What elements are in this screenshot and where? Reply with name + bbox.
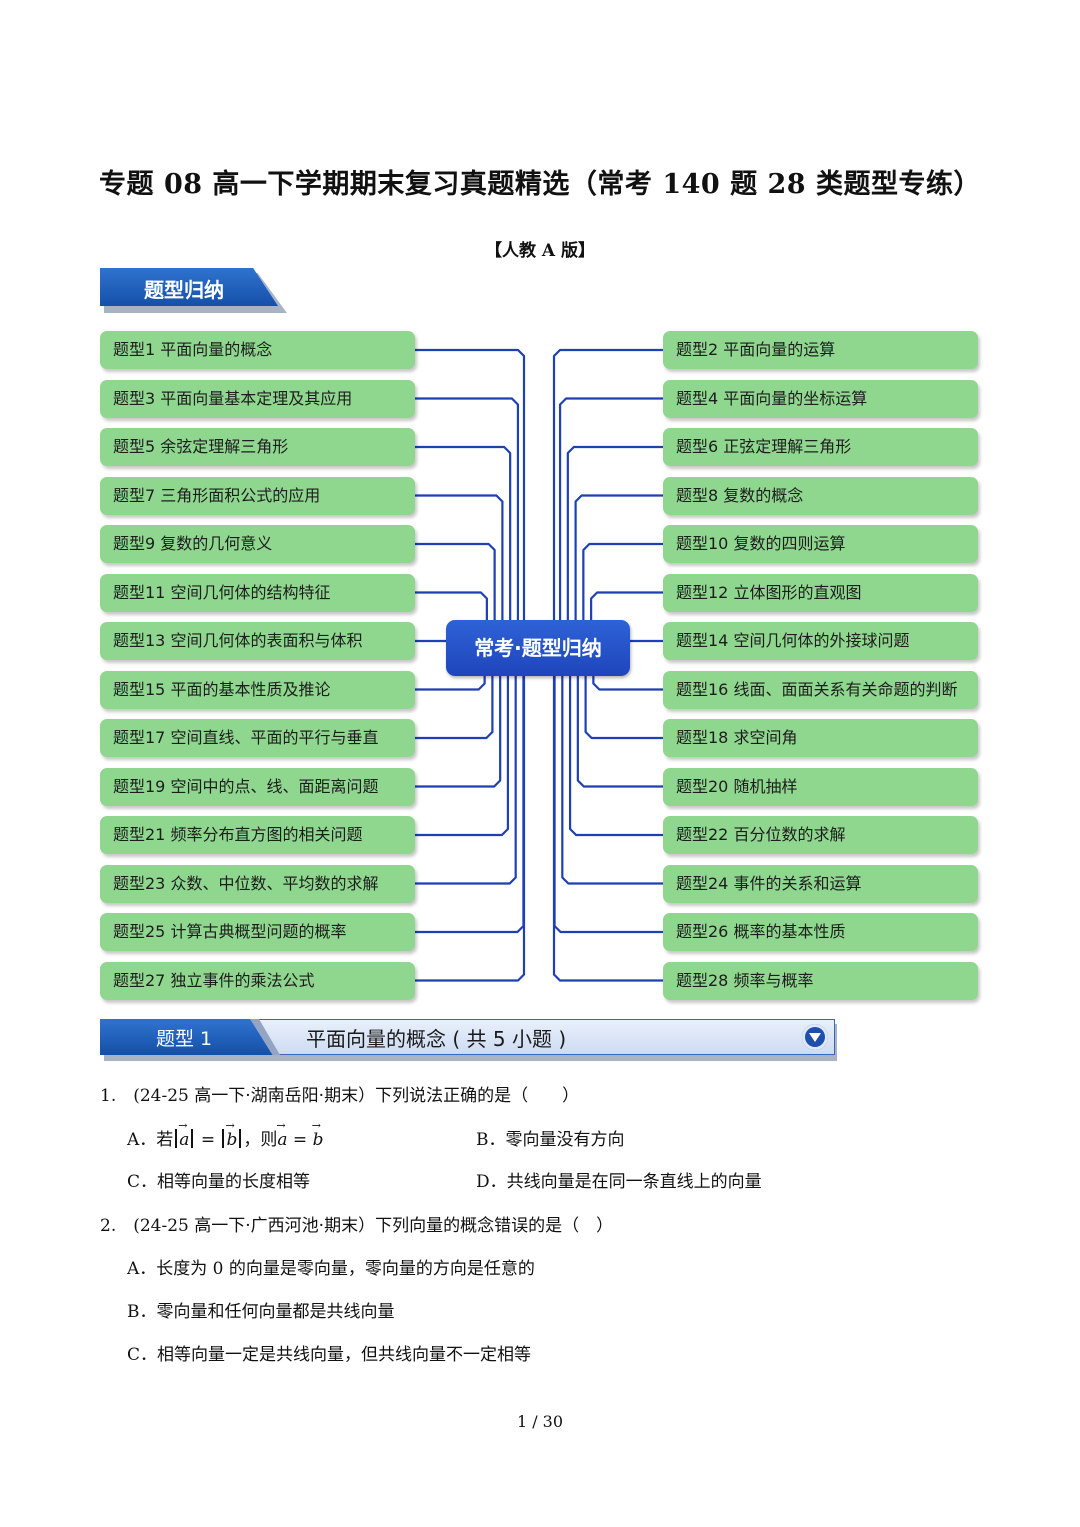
- vector-b: b: [226, 1130, 237, 1150]
- mindmap-node-left-11: 题型21 频率分布直方图的相关问题: [100, 816, 415, 854]
- type-title: 平面向量的概念 ( 共 5 小题 ): [306, 1027, 567, 1051]
- mindmap-node-right-1: 题型2 平面向量的运算: [663, 331, 978, 369]
- connector-left-12: [415, 676, 517, 885]
- question-1-stem: 1. (24-25 高一下·湖南岳阳·期末）下列说法正确的是（ ）: [100, 1086, 580, 1106]
- connector-left-8: [415, 676, 486, 691]
- connector-right-6: [590, 591, 663, 620]
- connector-left-4: [415, 494, 504, 620]
- connector-left-11: [415, 676, 510, 837]
- mindmap-node-left-5: 题型9 复数的几何意义: [100, 525, 415, 563]
- question-2-stem: 2. (24-25 高一下·广西河池·期末）下列向量的概念错误的是（ ）: [100, 1216, 614, 1236]
- option-a-equals: =: [200, 1130, 216, 1150]
- mindmap-hub: 常考·题型归纳: [446, 620, 630, 676]
- mindmap-node-left-13: 题型25 计算古典概型问题的概率: [100, 913, 415, 951]
- mindmap-node-right-6: 题型12 立体图形的直观图: [663, 573, 978, 612]
- connector-right-10: [576, 676, 663, 788]
- type-1-banner[interactable]: 题型 1 平面向量的概念 ( 共 5 小题 ): [100, 1019, 840, 1061]
- mindmap-node-left-3: 题型5 余弦定理解三角形: [100, 428, 415, 466]
- mindmap-node-left-10: 题型19 空间中的点、线、面距离问题: [100, 767, 415, 806]
- vector-b-2: b: [313, 1130, 324, 1150]
- connector-left-5: [415, 542, 496, 620]
- summary-section-header: 题型归纳: [100, 268, 287, 313]
- question-2-option-b: B．零向量和任何向量都是共线向量: [127, 1302, 395, 1322]
- question-1-option-c: C．相等向量的长度相等: [127, 1172, 311, 1192]
- mindmap-node-right-9: 题型18 求空间角: [663, 719, 978, 757]
- mindmap-node-right-13: 题型26 概率的基本性质: [663, 913, 978, 951]
- connector-left-9: [415, 676, 494, 740]
- mindmap-node-right-3: 题型6 正弦定理解三角形: [663, 428, 978, 466]
- mindmap-node-left-9: 题型17 空间直线、平面的平行与垂直: [100, 719, 415, 757]
- mindmap-node-right-10: 题型20 随机抽样: [663, 767, 978, 806]
- connector-right-4: [574, 494, 663, 620]
- connector-right-8: [592, 676, 663, 691]
- connector-left-2: [415, 397, 520, 620]
- type-tag-label: 题型 1: [156, 1028, 213, 1050]
- mindmap-node-right-2: 题型4 平面向量的坐标运算: [663, 379, 978, 418]
- mindmap-node-left-2: 题型3 平面向量基本定理及其应用: [100, 379, 415, 418]
- connector-right-9: [584, 676, 663, 740]
- vector-a-2: a: [277, 1130, 287, 1150]
- connector-left-3: [415, 445, 512, 620]
- mindmap-node-right-12: 题型24 事件的关系和运算: [663, 864, 978, 903]
- option-a-prefix: A．若: [127, 1130, 174, 1150]
- connector-left-1: [415, 348, 526, 620]
- summary-section-label: 题型归纳: [144, 278, 224, 302]
- edition-label: 【人教 A 版】: [484, 241, 596, 261]
- page-number: 1 / 30: [516, 1412, 564, 1431]
- connector-left-14: [415, 676, 526, 982]
- connector-right-11: [568, 676, 663, 837]
- mindmap-node-left-7: 题型13 空间几何体的表面积与体积: [100, 622, 415, 660]
- connector-right-5: [582, 542, 663, 620]
- mindmap-node-right-14: 题型28 频率与概率: [663, 961, 978, 1000]
- connector-right-1: [552, 348, 663, 620]
- option-a-equals-2: =: [292, 1130, 308, 1150]
- question-1-option-d: D．共线向量是在同一条直线上的向量: [476, 1172, 762, 1192]
- question-2-option-a: A．长度为 0 的向量是零向量，零向量的方向是任意的: [127, 1259, 535, 1279]
- collapse-toggle-icon[interactable]: [802, 1024, 828, 1050]
- mindmap-node-right-5: 题型10 复数的四则运算: [663, 525, 978, 563]
- document-title: 专题 08 高一下学期期末复习真题精选（常考 140 题 28 类题型专练）: [99, 169, 981, 200]
- connector-right-12: [561, 676, 663, 885]
- mindmap-node-right-8: 题型16 线面、面面关系有关命题的判断: [663, 670, 978, 709]
- mindmap-node-left-4: 题型7 三角形面积公式的应用: [100, 476, 415, 515]
- question-type-mindmap: 题型1 平面向量的概念题型3 平面向量基本定理及其应用题型5 余弦定理解三角形题…: [0, 320, 1080, 1010]
- option-a-then: ，则: [243, 1130, 278, 1150]
- connector-right-14: [552, 676, 663, 982]
- mindmap-node-left-14: 题型27 独立事件的乘法公式: [100, 961, 415, 1000]
- mindmap-node-left-12: 题型23 众数、中位数、平均数的求解: [100, 864, 415, 903]
- connector-right-2: [558, 397, 663, 620]
- connector-left-10: [415, 676, 502, 788]
- question-1-option-b: B．零向量没有方向: [476, 1130, 625, 1150]
- connector-right-3: [566, 445, 663, 620]
- connector-left-6: [415, 591, 488, 620]
- mindmap-node-left-6: 题型11 空间几何体的结构特征: [100, 573, 415, 612]
- mindmap-node-left-1: 题型1 平面向量的概念: [100, 331, 415, 369]
- question-1-option-a: A．若a = b，则a = b: [127, 1125, 323, 1150]
- mindmap-node-right-4: 题型8 复数的概念: [663, 476, 978, 515]
- question-2-option-c: C．相等向量一定是共线向量，但共线向量不一定相等: [127, 1345, 532, 1365]
- mindmap-node-left-8: 题型15 平面的基本性质及推论: [100, 670, 415, 709]
- mindmap-node-right-11: 题型22 百分位数的求解: [663, 816, 978, 854]
- mindmap-connectors: [415, 348, 663, 982]
- vector-a: a: [179, 1130, 189, 1150]
- mindmap-node-right-7: 题型14 空间几何体的外接球问题: [663, 622, 978, 660]
